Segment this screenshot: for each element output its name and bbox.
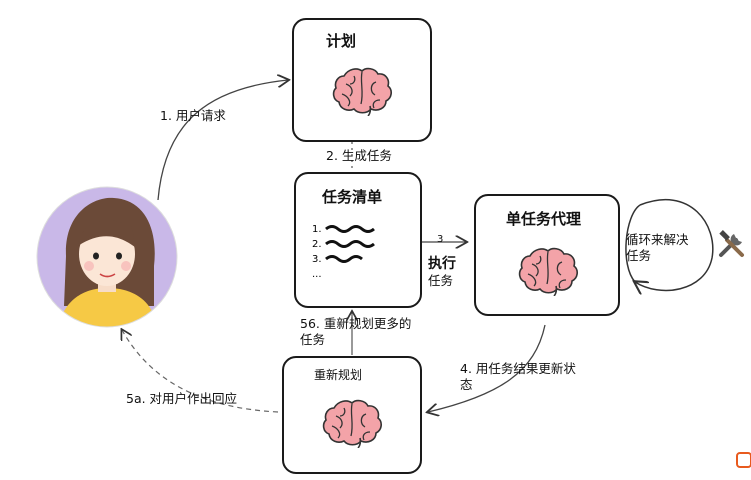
label-user-request: 1. 用户请求 [160, 108, 226, 123]
label-execute-line2: 任务 [428, 273, 454, 288]
list-item-more: ... [312, 269, 322, 280]
loop-arrow [635, 198, 714, 291]
replan-title: 重新规划 [314, 368, 363, 382]
replan-box: 重新规划 [282, 356, 422, 474]
plan-box: 计划 [292, 18, 432, 142]
label-update-state-line1: 4. 用任务结果更新状 [460, 361, 576, 376]
loop-label-line2: 任务 [626, 248, 652, 263]
label-execute-num: 3 [437, 234, 444, 245]
edge-update-state [428, 324, 546, 412]
plan-title: 计划 [326, 32, 357, 50]
single-agent-box: 单任务代理 [474, 194, 620, 316]
label-replan-more-line1: 56. 重新规划更多的 [300, 316, 412, 331]
brain-icon [330, 64, 396, 120]
brain-icon [320, 396, 386, 452]
task-list-title: 任务清单 [322, 188, 383, 206]
single-agent-title: 单任务代理 [506, 210, 582, 228]
label-replan-more-line2: 任务 [300, 332, 326, 347]
label-generate-tasks: 2. 生成任务 [326, 148, 392, 163]
list-item-3: 3. [312, 254, 322, 265]
corner-logo-icon [736, 452, 751, 468]
label-execute-line1: 执行 [428, 256, 456, 272]
list-item-1: 1. [312, 224, 322, 235]
brain-icon [516, 244, 582, 300]
edge-user-request [157, 80, 288, 201]
list-item-2: 2. [312, 239, 322, 250]
label-update-state-line2: 态 [460, 377, 473, 392]
loop-label-line1: 循环来解决 [626, 232, 689, 247]
edge-respond-user [122, 330, 279, 413]
label-respond-user: 5a. 对用户作出回应 [126, 391, 238, 406]
task-list-items: 1. 2. 3. ... [312, 222, 392, 284]
task-list-box: 任务清单 1. 2. 3. ... [294, 172, 422, 308]
user-avatar [36, 186, 178, 328]
tools-icon [716, 228, 748, 264]
